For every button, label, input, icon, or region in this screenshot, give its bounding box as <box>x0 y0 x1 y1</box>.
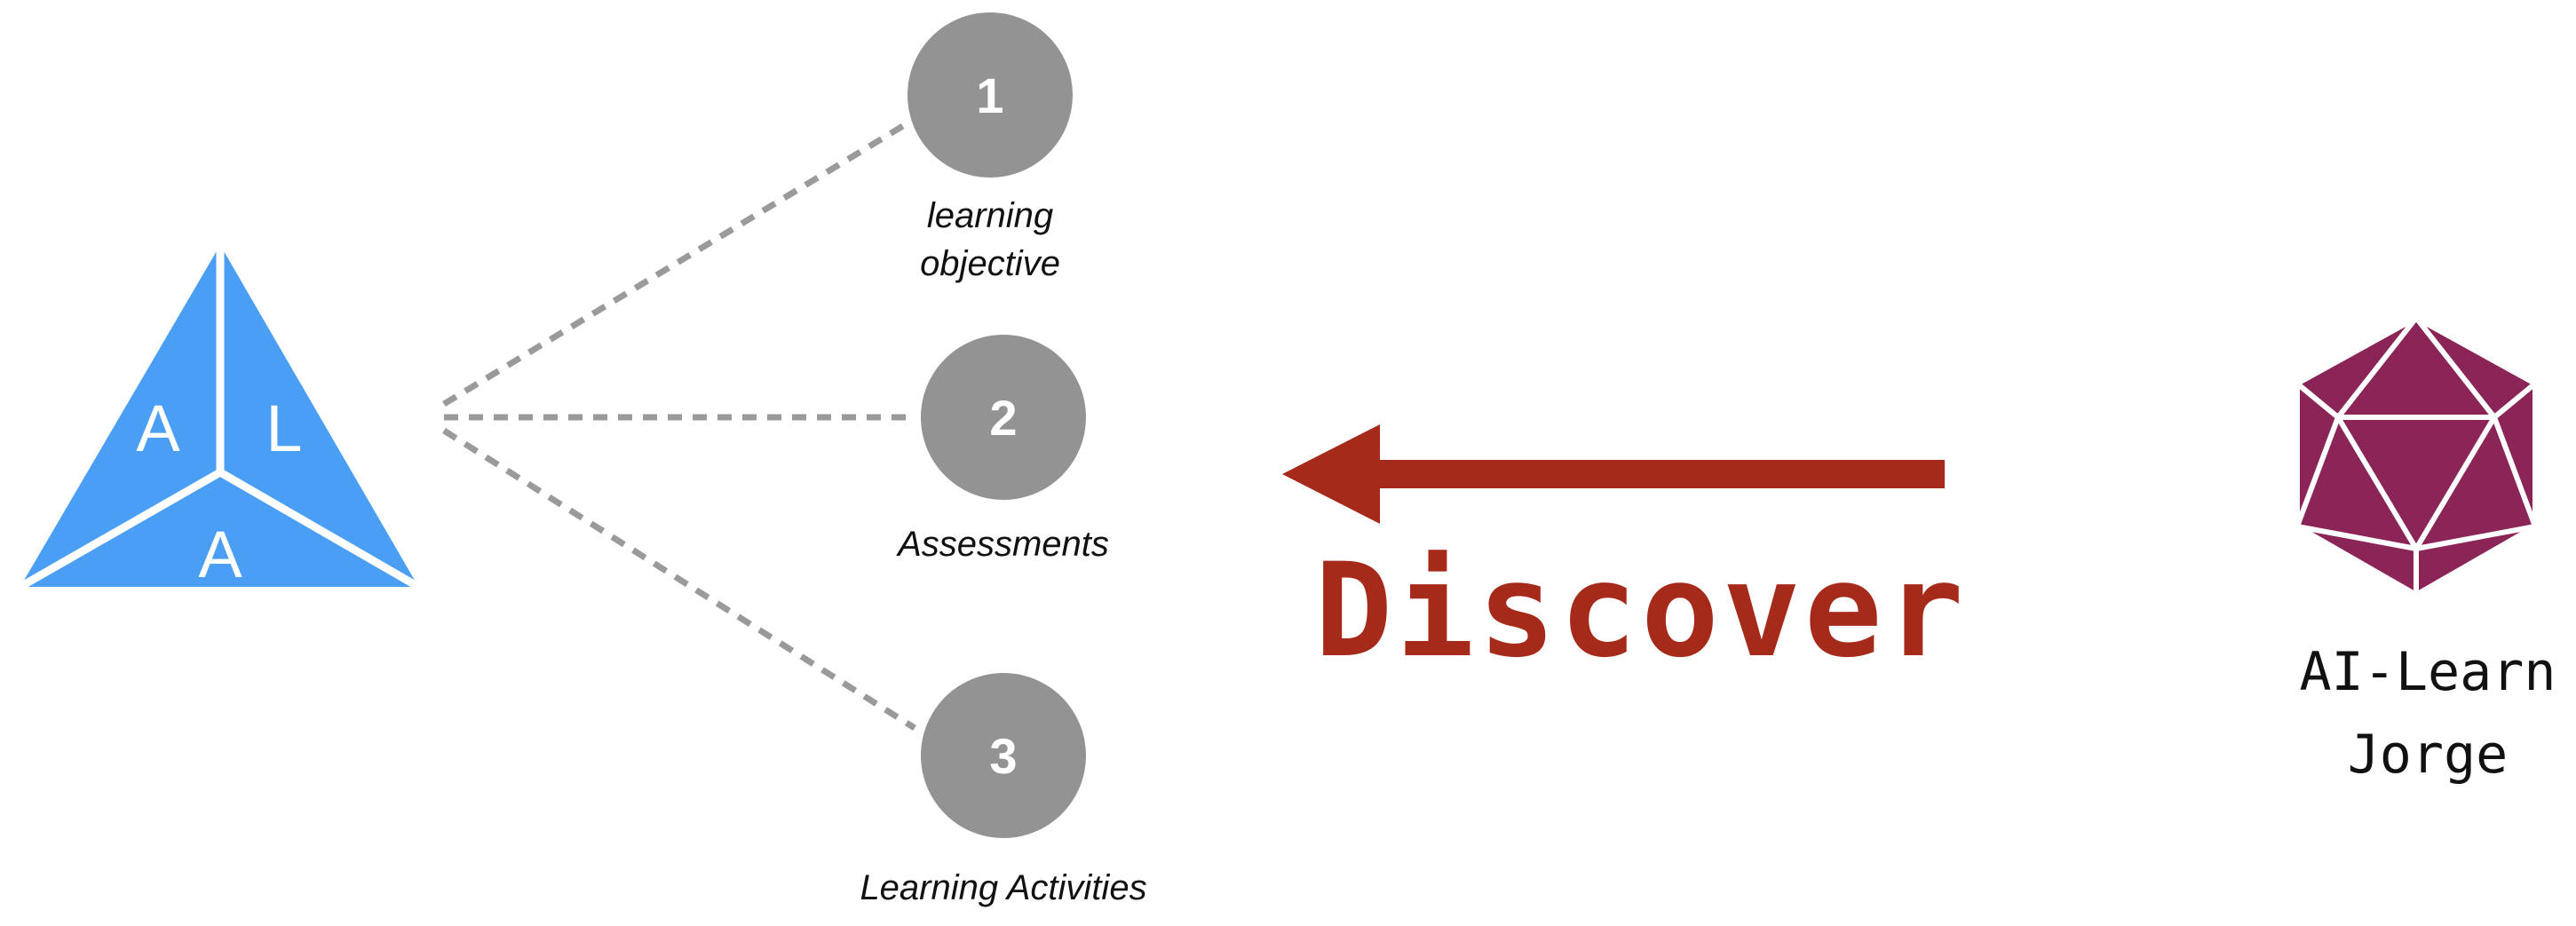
connectors <box>442 122 916 731</box>
step-circle <box>921 673 1086 838</box>
discover-arrow-icon <box>1282 424 1945 524</box>
step-number: 3 <box>989 728 1017 784</box>
step-caption: Learning Activities <box>860 868 1146 907</box>
action-label: Discover <box>1314 535 1967 686</box>
arrow-shaft <box>1372 460 1945 488</box>
ala-triangle-icon: A L A <box>4 227 434 596</box>
step-circle <box>908 12 1073 178</box>
triangle-letter-left: A <box>136 392 180 465</box>
triangle-divider <box>218 469 429 595</box>
arrow-head <box>1282 424 1380 524</box>
triangle-letter-bottom: A <box>198 518 242 591</box>
step-2: 2 Assessments <box>896 335 1109 564</box>
icosahedron-outline <box>2297 318 2535 595</box>
triangle-letter-right: L <box>266 392 302 465</box>
step-number: 2 <box>989 390 1017 446</box>
step-number: 1 <box>976 67 1003 123</box>
connector-line <box>442 428 916 731</box>
step-1: 1 learning objective <box>908 12 1073 283</box>
step-caption: learning <box>927 196 1053 235</box>
agent-name: Jorge <box>2348 724 2509 786</box>
step-caption: objective <box>920 244 1060 283</box>
triangle-divider <box>10 469 223 595</box>
connector-line <box>442 122 908 407</box>
step-3: 3 Learning Activities <box>860 673 1147 907</box>
agent-name: AI-Learn <box>2300 641 2556 703</box>
icosahedron-icon <box>2295 315 2538 598</box>
step-circle <box>921 335 1086 500</box>
step-caption: Assessments <box>896 525 1109 564</box>
